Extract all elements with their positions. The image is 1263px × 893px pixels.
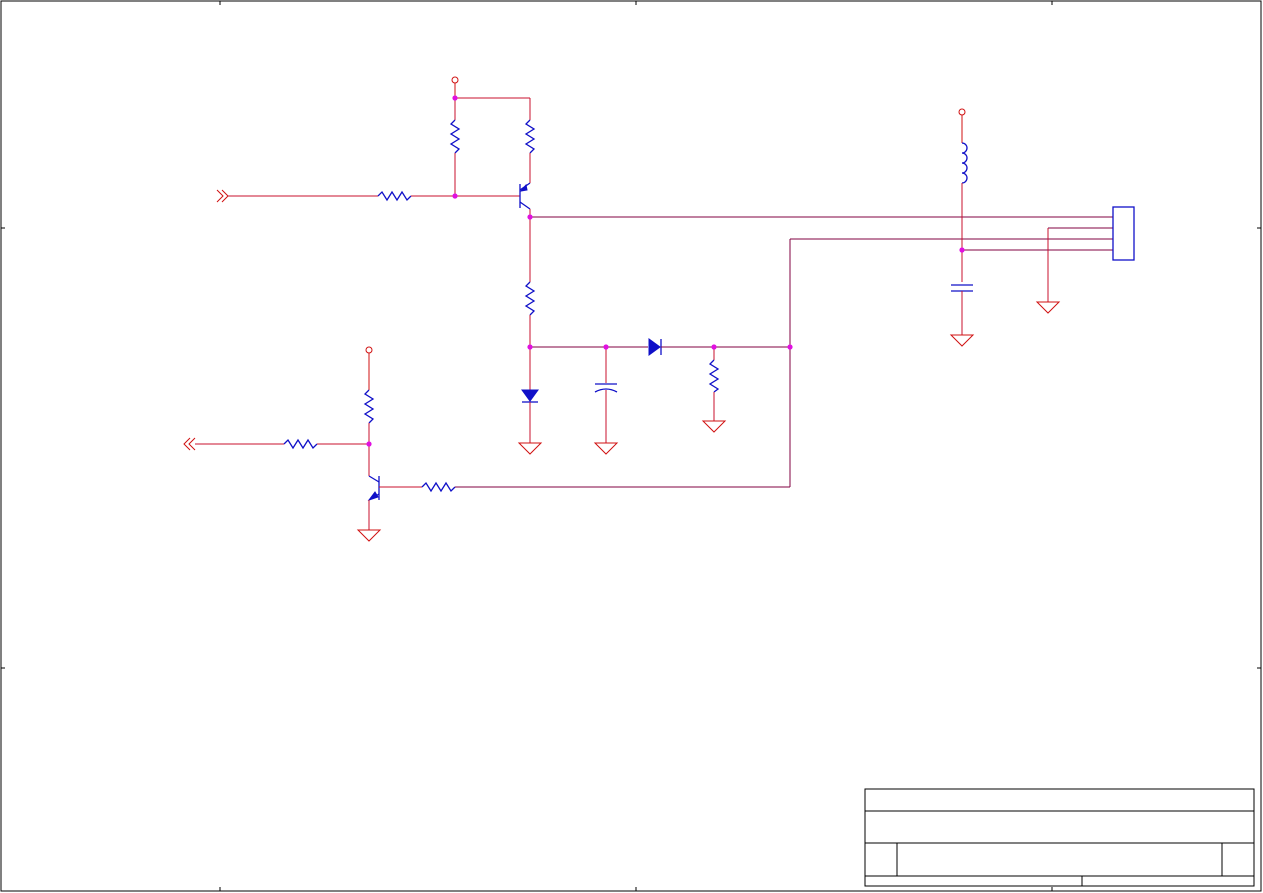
resistor-emitter-top xyxy=(524,119,536,154)
resistor-pullup-base xyxy=(449,119,461,154)
input-port-bottom[interactable] xyxy=(183,437,196,451)
ground-1 xyxy=(517,442,543,455)
power-pin-1 xyxy=(451,76,459,98)
resistor-base-bottom xyxy=(283,438,318,450)
resistor-pullup-bottom xyxy=(363,389,375,424)
capacitor-decoupling xyxy=(951,284,973,292)
ground-2 xyxy=(593,442,619,455)
capacitor-filter xyxy=(594,383,618,393)
diode-series xyxy=(648,338,662,356)
power-pin-3 xyxy=(958,108,966,143)
resistor-base-top xyxy=(377,190,412,202)
resistor-bleeder xyxy=(708,359,720,393)
ground-4 xyxy=(356,529,382,542)
input-port-top[interactable] xyxy=(216,189,229,203)
diode-zener xyxy=(521,389,539,403)
transistor-top xyxy=(519,182,531,210)
resistor-series-mid xyxy=(524,281,536,316)
ground-5 xyxy=(949,334,975,347)
resistor-feedback xyxy=(421,481,456,493)
connector-4pin[interactable] xyxy=(1112,206,1135,261)
power-pin-2 xyxy=(365,346,373,390)
ground-3 xyxy=(701,420,727,433)
junctions xyxy=(366,95,965,447)
inductor xyxy=(961,142,968,184)
ground-6 xyxy=(1035,301,1061,314)
transistor-bottom xyxy=(367,475,380,501)
title-block xyxy=(864,788,1255,887)
